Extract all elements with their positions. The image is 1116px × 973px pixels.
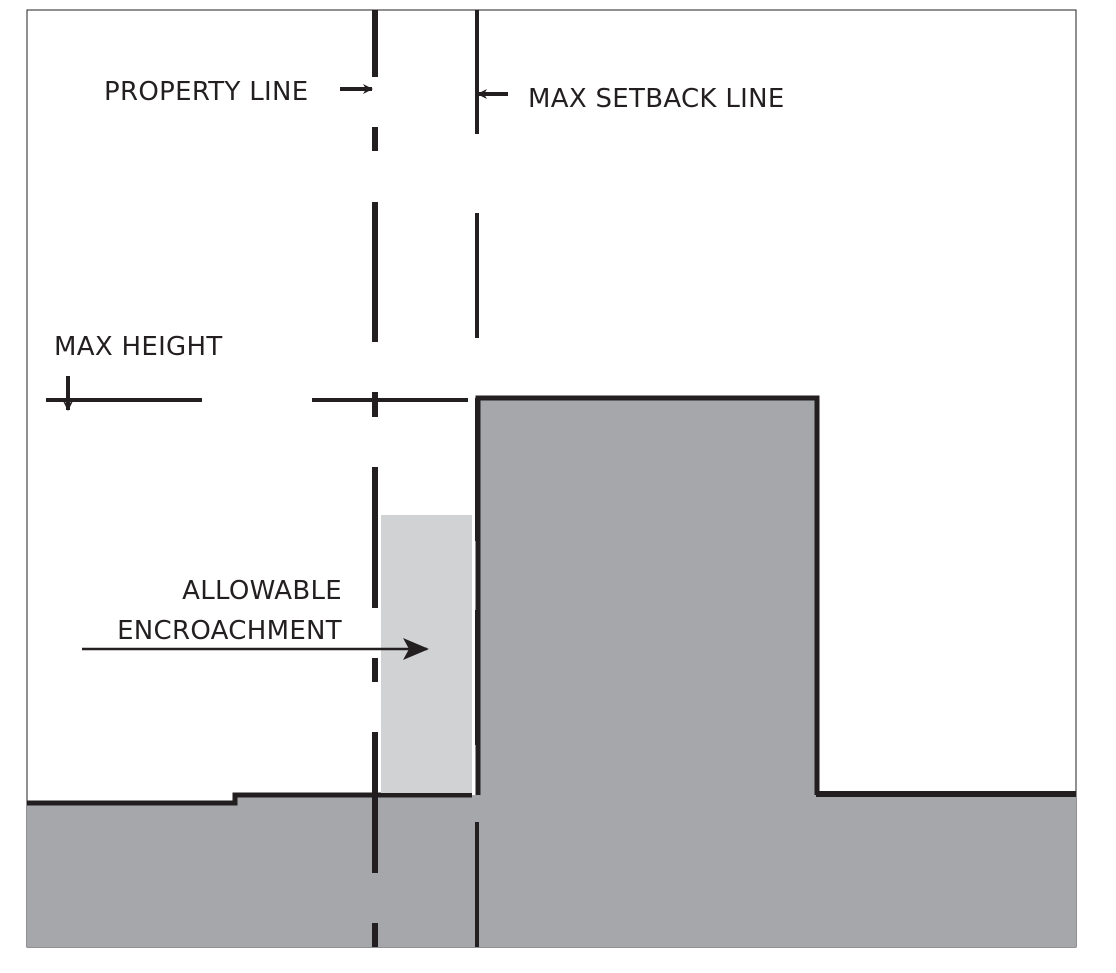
ground-line-left [27,792,472,806]
allowable-encroachment-area [381,515,472,793]
max-height-label: MAX HEIGHT [54,332,223,362]
allowable-label: ALLOWABLE [182,576,342,606]
building-outline [475,395,820,795]
max-setback-line-label: MAX SETBACK LINE [528,84,785,114]
property-line-label: PROPERTY LINE [104,77,308,107]
encroachment-label: ENCROACHMENT [117,616,342,646]
ground [27,795,1076,947]
building [478,398,817,795]
